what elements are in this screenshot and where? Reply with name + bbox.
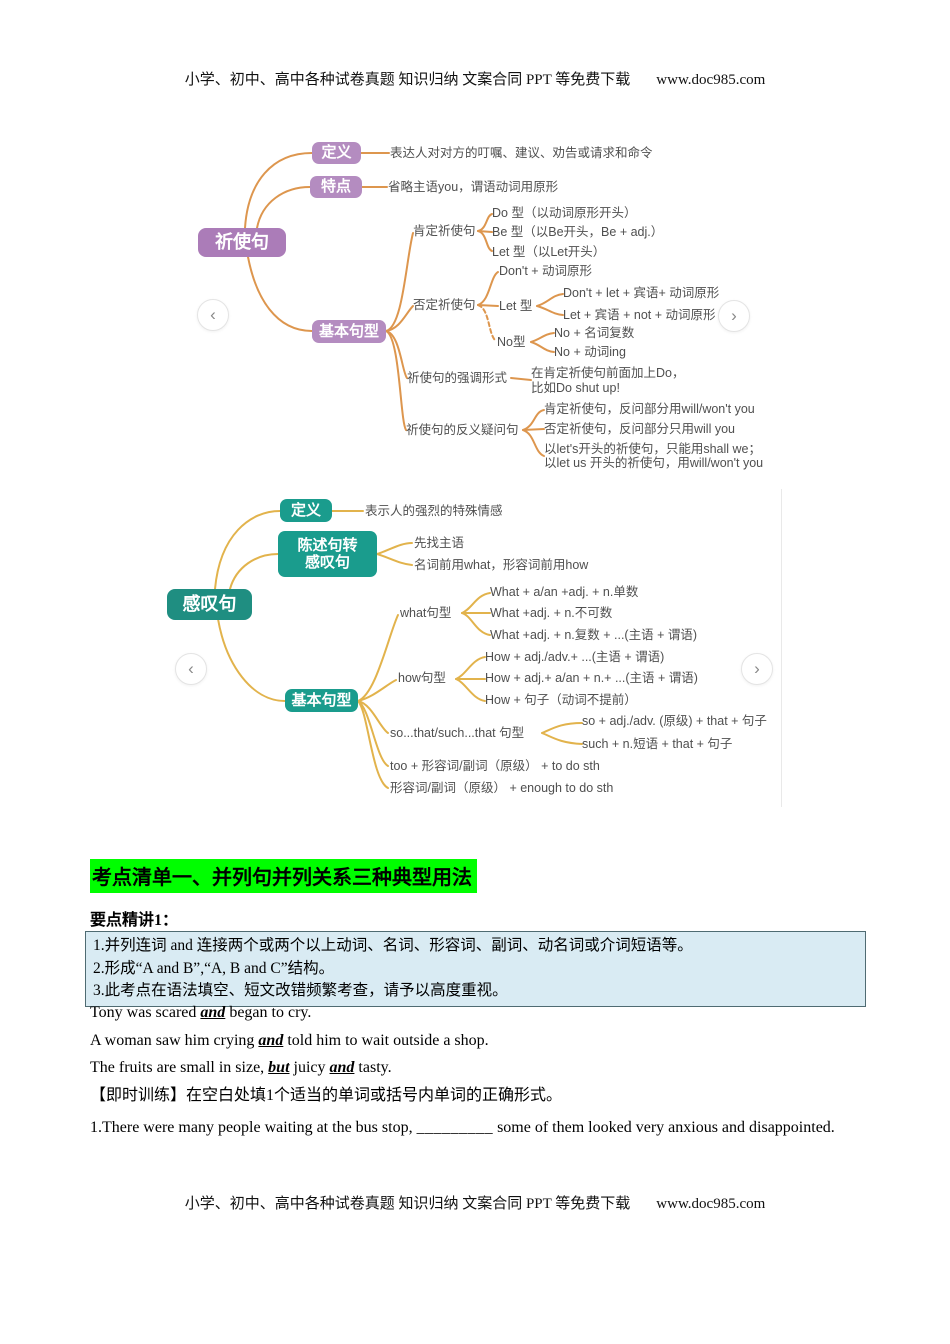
- map2-root-node: 感叹句: [167, 589, 252, 620]
- map2-what3: What +adj. + n.复数 + ...(主语 + 谓语): [490, 628, 698, 642]
- map1-definition-label: 定义: [321, 144, 352, 162]
- map2-basic-pattern-label: 基本句型: [291, 691, 352, 709]
- example-sentence-3: The fruits are small in size, but juicy …: [90, 1059, 868, 1076]
- footer-text: 小学、初中、高中各种试卷真题 知识归纳 文案合同 PPT 等免费下载: [184, 1196, 631, 1212]
- map2-enough-pattern: 形容词/副词（原级） + enough to do sth: [390, 781, 614, 795]
- answer-blank[interactable]: _________: [416, 1119, 494, 1136]
- map2-how1: How + adj./adv.+ ...(主语 + 谓语): [485, 650, 665, 664]
- header-text: 小学、初中、高中各种试卷真题 知识归纳 文案合同 PPT 等免费下载: [184, 72, 631, 88]
- section-subheading: 要点精讲1：: [90, 912, 179, 929]
- map2-what1: What + a/an +adj. + n.单数: [490, 585, 639, 599]
- example-3-conjunction-2: and: [329, 1059, 355, 1076]
- example-sentence-1: Tony was scared and began to cry.: [90, 1004, 868, 1021]
- map1-neg-let-branch: Let 型: [499, 299, 533, 313]
- map2-conversion-node: 陈述句转 感叹句: [278, 531, 377, 577]
- chevron-right-icon: ›: [731, 306, 737, 325]
- map1-definition-node: 定义: [312, 142, 361, 164]
- example-1-text: Tony was scared: [90, 1004, 201, 1021]
- chevron-left-icon: ‹: [210, 305, 216, 324]
- section-heading: 考点清单一、并列句并列关系三种典型用法: [90, 859, 477, 893]
- map1-emphasis-branch: 祈使句的强调形式: [407, 371, 508, 385]
- header-url[interactable]: www.doc985.com: [656, 72, 766, 88]
- map2-definition-label: 定义: [290, 501, 321, 519]
- question-1-text: 1.There were many people waiting at the …: [90, 1119, 417, 1136]
- map1-positive-branch: 肯定祈使句: [413, 224, 476, 238]
- map1-neg-no2: No + 动词ing: [554, 345, 626, 359]
- chevron-right-icon: ›: [754, 659, 760, 678]
- map1-neg-let1: Don't + let + 宾语+ 动词原形: [563, 286, 720, 300]
- example-1-text-end: began to cry.: [225, 1004, 312, 1021]
- map1-let-type: Let 型（以Let开头）: [492, 245, 606, 259]
- map1-tag1: 肯定祈使句，反问部分用will/won't you: [544, 402, 755, 416]
- map1-neg-dont: Don't + 动词原形: [499, 264, 593, 278]
- map2-what-branch: what句型: [400, 606, 452, 620]
- map1-emphasis-text2: 比如Do shut up!: [531, 381, 620, 395]
- map1-neg-no1: No + 名词复数: [554, 326, 635, 340]
- map1-definition-text: 表达人对对方的叮嘱、建议、劝告或请求和命令: [390, 146, 653, 160]
- map2-conversion-step2: 名词前用what，形容词前用how: [414, 558, 589, 572]
- map1-prev-button[interactable]: ‹: [197, 299, 229, 331]
- examples-block: Tony was scared and began to cry. A woma…: [90, 1004, 868, 1152]
- map1-emphasis-text1: 在肯定祈使句前面加上Do，: [531, 366, 685, 380]
- map1-feature-node: 特点: [310, 176, 362, 198]
- map1-do-type: Do 型（以动词原形开头）: [492, 206, 637, 220]
- map1-neg-no-branch: No型: [497, 335, 526, 349]
- map2-sothat-branch: so...that/such...that 句型: [390, 726, 525, 740]
- map2-sothat1: so + adj./adv. (原级) + that + 句子: [582, 714, 767, 728]
- map1-root-node: 祈使句: [198, 228, 286, 257]
- footer-url[interactable]: www.doc985.com: [656, 1196, 766, 1212]
- map2-next-button[interactable]: ›: [741, 653, 773, 685]
- example-3-text-mid: juicy: [289, 1059, 330, 1076]
- map2-sothat2: such + n.短语 + that + 句子: [582, 737, 733, 751]
- page-header: 小学、初中、高中各种试卷真题 知识归纳 文案合同 PPT 等免费下载 www.do…: [0, 68, 950, 89]
- example-2-text-end: told him to wait outside a shop.: [283, 1031, 489, 1049]
- map1-tag2: 否定祈使句，反问部分只用will you: [544, 422, 735, 436]
- map2-how3: How + 句子（动词不提前）: [485, 693, 637, 707]
- map2-definition-node: 定义: [280, 499, 332, 522]
- map2-how-branch: how句型: [398, 671, 446, 685]
- map2-basic-pattern-node: 基本句型: [285, 689, 358, 712]
- key-point-3: 3.此考点在语法填空、短文改错频繁考查，请予以高度重视。: [93, 982, 508, 999]
- map1-tag3a: 以let's开头的祈使句，只能用shall we；: [544, 442, 761, 456]
- training-intro: 【即时训练】在空白处填1个适当的单词或括号内单词的正确形式。: [90, 1086, 563, 1104]
- key-point-2: 2.形成“A and B”,“A, B and C”结构。: [93, 959, 335, 977]
- map1-tag3b: 以let us 开头的祈使句，用will/won't you: [544, 456, 764, 470]
- example-3-conjunction-1: but: [268, 1059, 290, 1076]
- question-1: 1.There were many people waiting at the …: [90, 1114, 868, 1141]
- map2-definition-text: 表示人的强烈的特殊情感: [365, 504, 503, 518]
- map1-neg-let2: Let + 宾语 + not + 动词原形: [563, 308, 716, 322]
- chevron-left-icon: ‹: [188, 659, 194, 678]
- map1-basic-pattern-label: 基本句型: [318, 322, 379, 340]
- map2-root-label: 感叹句: [182, 594, 237, 615]
- map2-too-pattern: too + 形容词/副词（原级） + to do sth: [390, 759, 600, 773]
- example-3-text: The fruits are small in size,: [90, 1059, 269, 1076]
- map2-what2: What +adj. + n.不可数: [490, 606, 613, 620]
- map1-be-type: Be 型（以Be开头，Be + adj.）: [492, 225, 664, 239]
- example-1-conjunction: and: [200, 1004, 226, 1021]
- example-sentence-2: A woman saw him crying and told him to w…: [90, 1032, 868, 1049]
- map1-next-button[interactable]: ›: [718, 300, 750, 332]
- question-1-text-end: some of them looked very anxious and dis…: [493, 1119, 835, 1136]
- map2-conversion-label-line2: 感叹句: [304, 554, 350, 571]
- map1-feature-label: 特点: [320, 178, 351, 196]
- map2-conversion-label-line1: 陈述句转: [297, 536, 358, 554]
- map2-conversion-step1: 先找主语: [414, 536, 465, 550]
- map2-prev-button[interactable]: ‹: [175, 653, 207, 685]
- map1-root-label: 祈使句: [215, 232, 269, 253]
- key-point-1: 1.并列连词 and 连接两个或两个以上动词、名词、形容词、副词、动名词或介词短…: [93, 937, 693, 954]
- map1-feature-text: 省略主语you，谓语动词用原形: [388, 180, 559, 194]
- example-2-text: A woman saw him crying: [90, 1031, 259, 1049]
- map2-how2: How + adj.+ a/an + n.+ ...(主语 + 谓语): [485, 671, 698, 685]
- page-footer: 小学、初中、高中各种试卷真题 知识归纳 文案合同 PPT 等免费下载 www.do…: [0, 1192, 950, 1213]
- map1-negative-branch: 否定祈使句: [413, 298, 476, 312]
- image-right-edge: [781, 489, 782, 807]
- example-3-text-end: tasty.: [354, 1059, 392, 1076]
- key-points-box: 1.并列连词 and 连接两个或两个以上动词、名词、形容词、副词、动名词或介词短…: [85, 931, 866, 1007]
- example-2-conjunction: and: [258, 1031, 284, 1049]
- map1-basic-pattern-node: 基本句型: [312, 320, 386, 343]
- map1-tag-question-branch: 祈使句的反义疑问句: [406, 423, 519, 437]
